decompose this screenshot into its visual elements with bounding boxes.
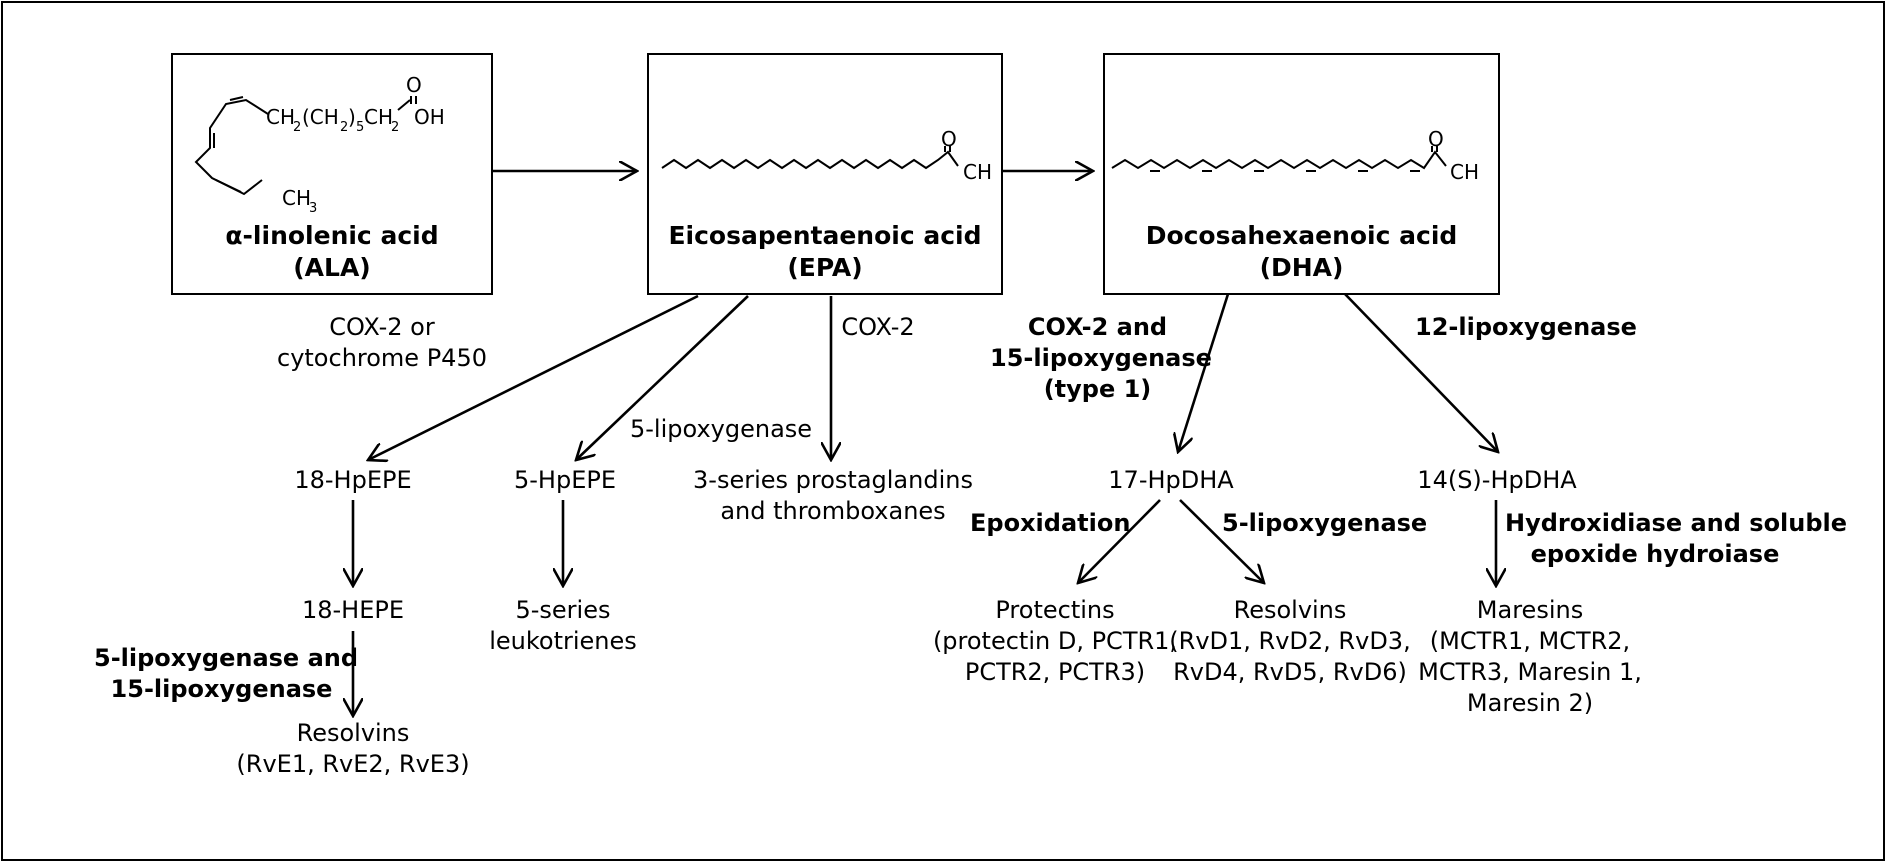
dha-name: Docosahexaenoic acid (DHA)	[1103, 220, 1500, 284]
svg-text:): )	[348, 105, 356, 129]
ala-carbonyl-bonds	[397, 96, 417, 111]
arrow-17hpdha-to-protectins	[1078, 499, 1161, 583]
svg-text:CH: CH	[266, 105, 295, 129]
product-resolvins-d: Resolvins (RvD1, RvD2, RvD3, RvD4, RvD5,…	[1165, 595, 1415, 688]
epa-name: Eicosapentaenoic acid (EPA)	[647, 220, 1003, 284]
ala-name: α-linolenic acid (ALA)	[171, 220, 493, 284]
enzyme-12-lipoxygenase: 12-lipoxygenase	[1415, 313, 1637, 341]
arrow-dha-to-14hpdha	[1344, 293, 1498, 452]
svg-text:3: 3	[309, 201, 317, 216]
arrow-epa-to-18hpepe	[368, 294, 699, 460]
svg-text:OH: OH	[414, 105, 445, 129]
dha-abbr: (DHA)	[1259, 253, 1344, 282]
product-prostaglandins-line2: and thromboxanes	[720, 497, 946, 525]
product-protectins-line1: Protectins	[995, 596, 1115, 624]
enzyme-cox2-or-p450: COX-2 or cytochrome P450	[262, 312, 502, 374]
product-14s-hpdha: 14(S)-HpDHA	[1417, 466, 1577, 494]
enzyme-epoxidation: Epoxidation	[970, 509, 1131, 537]
svg-text:5: 5	[356, 120, 364, 135]
enzyme-5-and-15-lipoxygenase: 5-lipoxygenase and 15-lipoxygenase	[94, 643, 359, 705]
product-resolvins-d-line1: Resolvins	[1233, 596, 1347, 624]
enzyme-5-and-15lox-line1: 5-lipoxygenase and	[94, 644, 359, 672]
dha-box	[1103, 53, 1500, 295]
enzyme-hydroxidiase-line2: epoxide hydroiase	[1530, 540, 1780, 568]
svg-text:CH: CH	[364, 105, 393, 129]
product-5-series-leukotrienes: 5-series leukotrienes	[478, 595, 648, 657]
svg-text:2: 2	[340, 120, 348, 135]
enzyme-cox2-or-p450-line1: COX-2 or	[329, 313, 435, 341]
product-resolvins-e-line1: Resolvins	[296, 719, 410, 747]
product-18-hepe: 18-HEPE	[301, 596, 405, 624]
enzyme-5-and-15lox-line2: 15-lipoxygenase	[110, 675, 333, 703]
product-resolvins-d-line2: (RvD1, RvD2, RvD3,	[1169, 627, 1411, 655]
dha-structure	[1111, 146, 1447, 172]
product-resolvins-e-line2: (RvE1, RvE2, RvE3)	[236, 750, 470, 778]
epa-name-text: Eicosapentaenoic acid	[668, 221, 982, 250]
product-protectins-line2: (protectin D, PCTR1,	[932, 627, 1178, 655]
ala-box	[171, 53, 493, 295]
product-prostaglandins-line1: 3-series prostaglandins	[693, 466, 973, 494]
product-5-hpepe: 5-HpEPE	[513, 466, 616, 494]
product-prostaglandins: 3-series prostaglandins and thromboxanes	[688, 465, 978, 527]
arrow-dha-to-17hpdha	[1178, 293, 1230, 452]
enzyme-cox2-and-15lox-line1: COX-2 and	[1027, 313, 1168, 341]
svg-text:CH: CH	[1450, 160, 1479, 184]
enzyme-cox2-or-p450-line2: cytochrome P450	[277, 344, 487, 372]
ala-name-text: α-linolenic acid	[225, 221, 439, 250]
product-protectins-line3: PCTR2, PCTR3)	[964, 658, 1146, 686]
enzyme-hydroxidiase-line1: Hydroxidiase and soluble	[1505, 509, 1848, 537]
svg-text:2: 2	[293, 120, 301, 135]
product-maresins-line3: MCTR3, Maresin 1,	[1418, 658, 1642, 686]
product-leukotrienes-line1: 5-series	[515, 596, 611, 624]
product-maresins: Maresins (MCTR1, MCTR2, MCTR3, Maresin 1…	[1405, 595, 1655, 719]
svg-text:CH: CH	[963, 160, 992, 184]
svg-text:O: O	[941, 127, 957, 151]
product-17-hpdha: 17-HpDHA	[1108, 466, 1234, 494]
product-resolvins-d-line3: RvD4, RvD5, RvD6)	[1173, 658, 1407, 686]
epa-box	[647, 53, 1003, 295]
dha-formula: O CH	[1428, 127, 1479, 184]
enzyme-5-lipoxygenase-epa: 5-lipoxygenase	[630, 415, 813, 443]
enzyme-cox2-and-15lox-line2: 15-lipoxygenase	[990, 344, 1212, 372]
svg-text:O: O	[1428, 127, 1444, 151]
enzyme-cox2-and-15-lipoxygenase: COX-2 and 15-lipoxygenase (type 1)	[990, 312, 1212, 405]
epa-structure	[661, 146, 959, 170]
epa-abbr: (EPA)	[787, 253, 863, 282]
enzyme-hydroxidiase: Hydroxidiase and soluble epoxide hydroia…	[1505, 508, 1848, 570]
product-maresins-line2: (MCTR1, MCTR2,	[1429, 627, 1631, 655]
svg-text:(CH: (CH	[302, 105, 339, 129]
product-18-hpepe: 18-HpEPE	[294, 466, 412, 494]
product-protectins: Protectins (protectin D, PCTR1, PCTR2, P…	[930, 595, 1180, 688]
product-maresins-line4: Maresin 2)	[1466, 689, 1594, 717]
epa-formula: O CH	[941, 127, 992, 184]
svg-text:2: 2	[391, 120, 399, 135]
svg-text:CH: CH	[282, 186, 311, 210]
ala-formula: CH 2 (CH 2 ) 5 CH 2 O OH CH 3	[266, 73, 445, 216]
dha-name-text: Docosahexaenoic acid	[1145, 221, 1458, 250]
product-resolvins-e: Resolvins (RvE1, RvE2, RvE3)	[228, 718, 478, 780]
product-maresins-line1: Maresins	[1476, 596, 1584, 624]
enzyme-cox2-and-15lox-line3: (type 1)	[1043, 375, 1152, 403]
enzyme-cox2: COX-2	[841, 313, 915, 341]
arrow-17hpdha-to-resolvins-d	[1179, 499, 1264, 583]
ala-structure	[194, 96, 269, 196]
enzyme-5-lipoxygenase-dha: 5-lipoxygenase	[1222, 509, 1428, 537]
ala-abbr: (ALA)	[293, 253, 371, 282]
svg-text:O: O	[406, 73, 422, 97]
arrow-epa-to-5hpepe	[576, 295, 749, 460]
product-leukotrienes-line2: leukotrienes	[489, 627, 637, 655]
